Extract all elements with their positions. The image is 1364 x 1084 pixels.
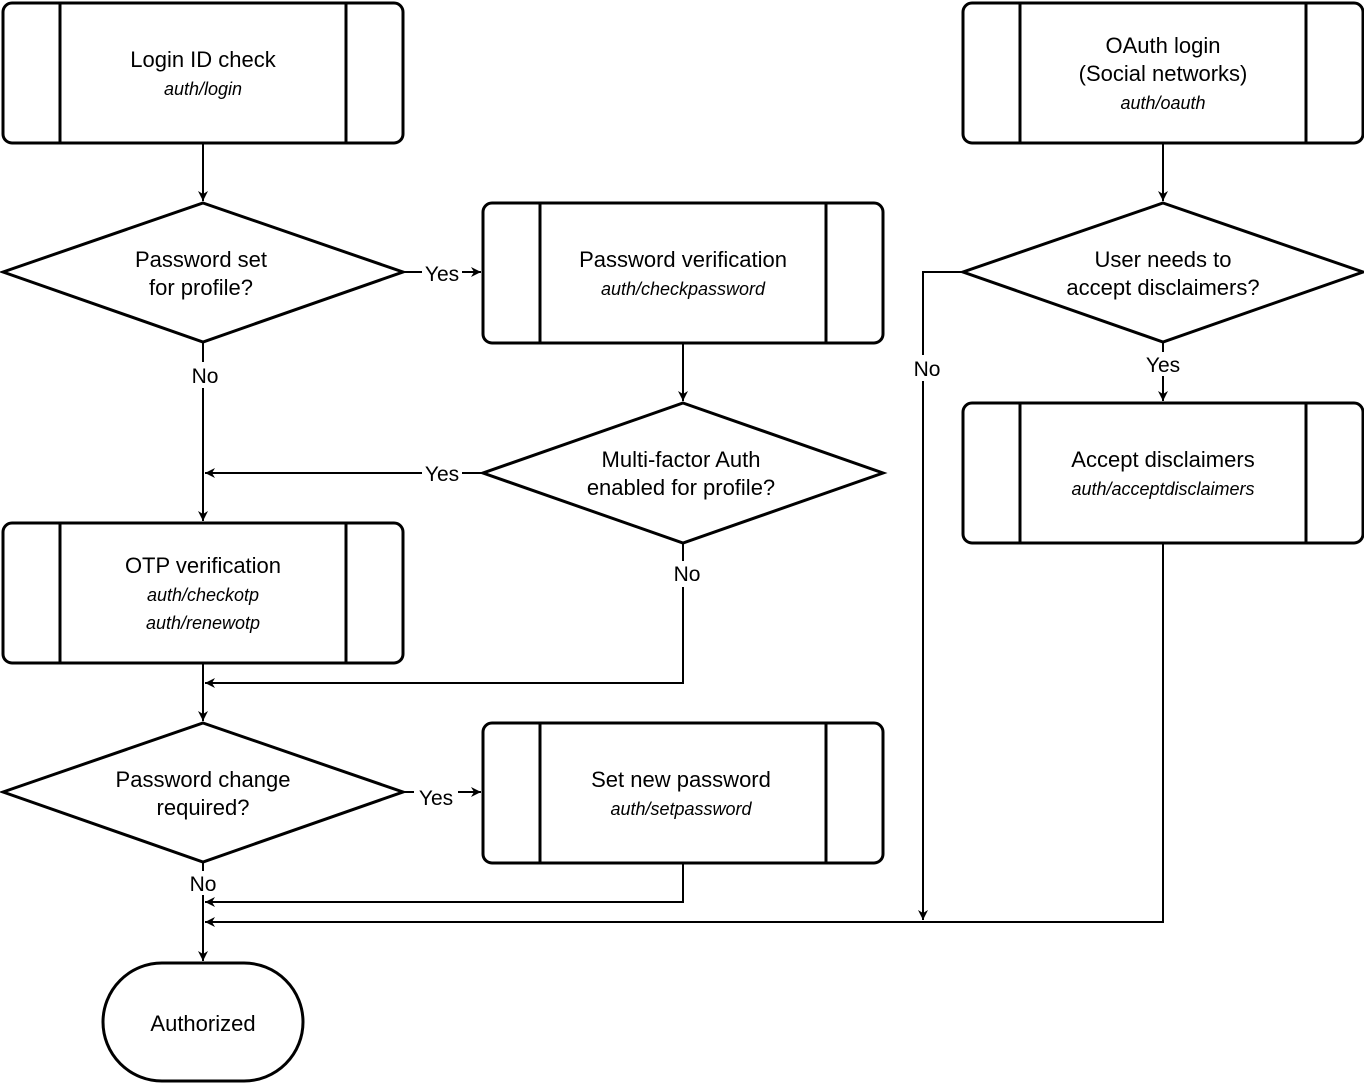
decision-mfa-enabled: Multi-factor Auth enabled for profile? bbox=[478, 401, 888, 545]
edge-label-disclaimers-yes: Yes bbox=[1146, 354, 1180, 377]
process-password-verification: Password verification auth/checkpassword bbox=[481, 201, 885, 345]
decision-text-line-2: enabled for profile? bbox=[587, 475, 775, 500]
process-endpoint: auth/oauth bbox=[1120, 93, 1205, 113]
process-title-line-2: (Social networks) bbox=[1079, 61, 1248, 86]
process-oauth-login: OAuth login (Social networks) auth/oauth bbox=[961, 1, 1364, 145]
process-title: Password verification bbox=[579, 247, 787, 272]
edge-label-password-change-yes: Yes bbox=[419, 787, 453, 810]
decision-text-line-1: Multi-factor Auth bbox=[602, 447, 761, 472]
edge-disclaimers-no bbox=[918, 271, 963, 920]
decision-text-line-2: accept disclaimers? bbox=[1066, 275, 1259, 300]
process-login-id-check: Login ID check auth/login bbox=[1, 1, 405, 145]
edge-set-password-to-merge bbox=[205, 863, 684, 907]
process-otp-verification: OTP verification auth/checkotp auth/rene… bbox=[1, 521, 405, 665]
edge-mfa-no bbox=[205, 543, 684, 688]
terminal-authorized: Authorized bbox=[101, 961, 305, 1083]
decision-text-line-1: Password set bbox=[135, 247, 267, 272]
edge-label-password-set-yes: Yes bbox=[425, 263, 459, 286]
decision-disclaimers-needed: User needs to accept disclaimers? bbox=[958, 201, 1364, 344]
process-endpoint: auth/setpassword bbox=[610, 799, 752, 819]
decision-text-line-2: required? bbox=[157, 795, 250, 820]
process-title: Accept disclaimers bbox=[1071, 447, 1254, 472]
process-set-new-password: Set new password auth/setpassword bbox=[481, 721, 885, 865]
process-title: OAuth login bbox=[1106, 33, 1221, 58]
process-endpoint-1: auth/checkotp bbox=[147, 585, 259, 605]
process-endpoint: auth/checkpassword bbox=[601, 279, 766, 299]
process-endpoint: auth/acceptdisclaimers bbox=[1071, 479, 1254, 499]
decision-text-line-2: for profile? bbox=[149, 275, 253, 300]
decision-text-line-1: Password change bbox=[116, 767, 291, 792]
decision-password-change-required: Password change required? bbox=[0, 721, 408, 864]
edge-label-mfa-no: No bbox=[674, 563, 701, 586]
edge-label-password-set-no: No bbox=[192, 365, 219, 388]
process-endpoint-2: auth/renewotp bbox=[146, 613, 260, 633]
process-title: OTP verification bbox=[125, 553, 281, 578]
process-title: Login ID check bbox=[130, 47, 277, 72]
decision-password-set: Password set for profile? bbox=[0, 201, 408, 344]
edge-label-disclaimers-no: No bbox=[914, 358, 941, 381]
process-title: Set new password bbox=[591, 767, 771, 792]
edge-labels: Yes No Yes No Yes No Yes No bbox=[185, 261, 1184, 896]
edge-label-password-change-no: No bbox=[190, 873, 217, 896]
process-accept-disclaimers: Accept disclaimers auth/acceptdisclaimer… bbox=[961, 401, 1364, 545]
process-endpoint: auth/login bbox=[164, 79, 242, 99]
edge-accept-disclaimers-to-authorized bbox=[205, 543, 1164, 927]
terminal-title: Authorized bbox=[150, 1011, 255, 1036]
decision-text-line-1: User needs to bbox=[1095, 247, 1232, 272]
edge-label-mfa-yes: Yes bbox=[425, 463, 459, 486]
